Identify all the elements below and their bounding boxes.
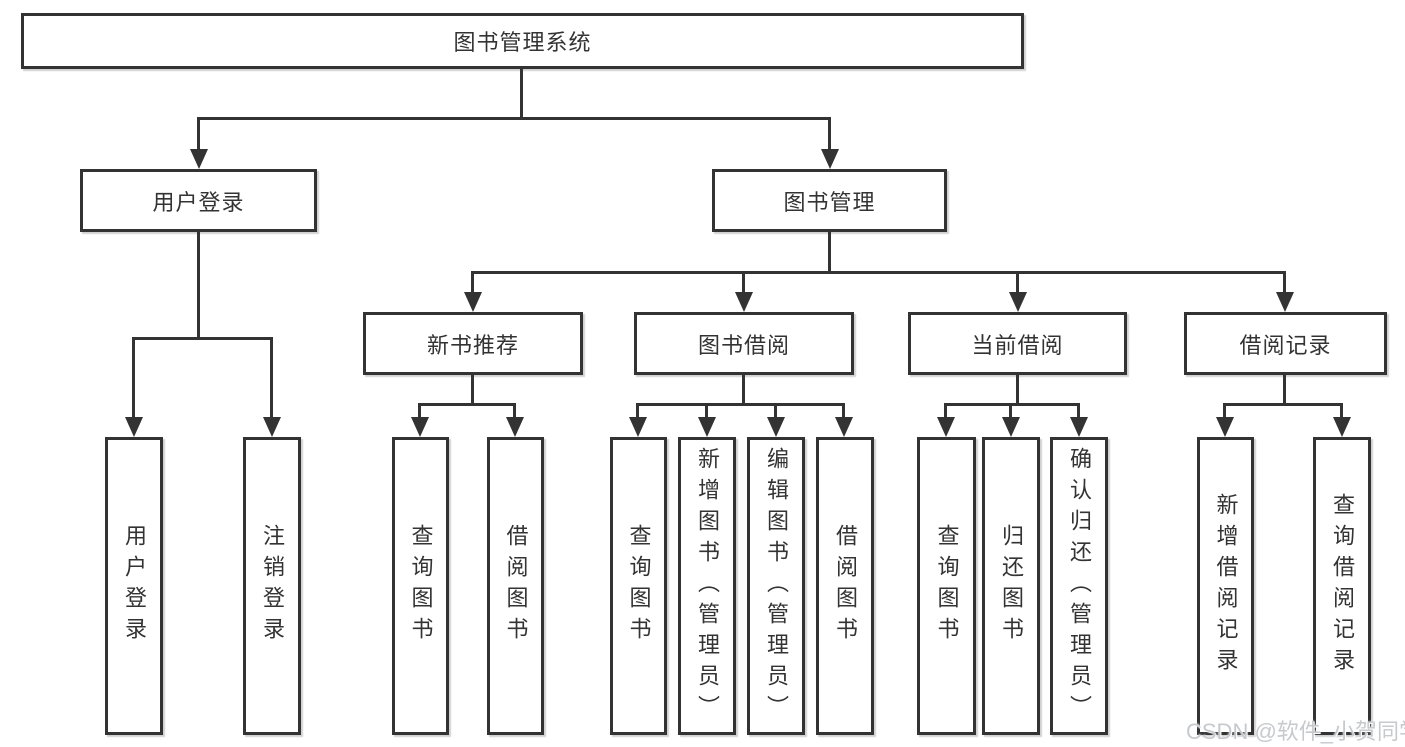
arrowhead-down (263, 417, 281, 437)
connector (944, 403, 1080, 406)
connector (418, 403, 421, 419)
leaf-borrow-edit-books-admin: 编辑图书（管理员） (747, 437, 805, 735)
leaf-borrow-add-books-admin-label: 新增图书（管理员） (695, 446, 720, 726)
leaf-newbooks-query-books-label: 查询图书 (408, 524, 434, 648)
leaf-current-query-books: 查询图书 (917, 437, 976, 735)
arrowhead-down (937, 417, 955, 437)
arrowhead-down (190, 149, 208, 169)
arrowhead-down (411, 417, 429, 437)
leaf-borrow-query-books-label: 查询图书 (626, 524, 652, 648)
node-book-management: 图书管理 (712, 169, 947, 232)
arrowhead-down (1216, 417, 1234, 437)
watermark: CSDN @软件_小贺同学 (1186, 719, 1405, 744)
connector (1223, 403, 1343, 406)
node-user-login: 用户登录 (80, 169, 317, 232)
arrowhead-down (821, 149, 839, 169)
node-root-label: 图书管理系统 (453, 30, 592, 55)
connector (636, 403, 845, 406)
leaf-borrow-borrow-books-label: 借阅图书 (833, 524, 858, 648)
connector (1283, 271, 1286, 294)
connector (705, 403, 708, 419)
node-current-borrow: 当前借阅 (908, 312, 1127, 375)
connector (774, 403, 777, 419)
connector (1009, 403, 1012, 419)
node-book-management-label: 图书管理 (783, 189, 876, 215)
node-borrow-records: 借阅记录 (1184, 312, 1387, 375)
node-borrow-records-label: 借阅记录 (1239, 332, 1332, 358)
arrowhead-down (735, 292, 753, 312)
arrowhead-down (1070, 417, 1088, 437)
arrowhead-down (1333, 417, 1351, 437)
arrowhead-down (125, 417, 143, 437)
connector (471, 375, 474, 406)
leaf-records-query-record: 查询借阅记录 (1313, 437, 1371, 735)
connector (197, 117, 831, 120)
connector (636, 403, 639, 419)
leaf-newbooks-borrow-books: 借阅图书 (487, 437, 544, 735)
arrowhead-down (1002, 417, 1020, 437)
leaf-newbooks-query-books: 查询图书 (392, 437, 449, 735)
leaf-borrow-add-books-admin: 新增图书（管理员） (678, 437, 736, 735)
node-book-borrow: 图书借阅 (634, 312, 854, 375)
leaf-records-add-record: 新增借阅记录 (1197, 437, 1254, 735)
node-current-borrow-label: 当前借阅 (971, 332, 1064, 358)
node-book-borrow-label: 图书借阅 (697, 332, 790, 358)
connector (1340, 403, 1343, 419)
connector (471, 271, 474, 294)
connector (742, 271, 745, 294)
arrowhead-down (464, 292, 482, 312)
connector (513, 403, 516, 419)
leaf-current-query-books-label: 查询图书 (934, 524, 960, 648)
connector (132, 337, 135, 419)
arrowhead-down (1276, 292, 1294, 312)
node-user-login-label: 用户登录 (152, 189, 245, 215)
node-new-book-recommend-label: 新书推荐 (426, 332, 519, 358)
leaf-current-confirm-return-admin-label: 确认归还（管理员） (1067, 446, 1092, 726)
leaf-borrow-borrow-books: 借阅图书 (816, 437, 874, 735)
arrowhead-down (506, 417, 524, 437)
connector (828, 232, 831, 274)
leaf-records-query-record-label: 查询借阅记录 (1330, 493, 1355, 679)
leaf-borrow-edit-books-admin-label: 编辑图书（管理员） (764, 446, 789, 726)
connector (270, 337, 273, 419)
connector (1283, 375, 1286, 406)
connector (197, 232, 200, 340)
connector (828, 117, 831, 151)
leaf-newbooks-borrow-books-label: 借阅图书 (503, 524, 529, 648)
leaf-logout: 注销登录 (243, 437, 301, 735)
leaf-user-login: 用户登录 (105, 437, 163, 735)
connector (520, 69, 523, 117)
connector (418, 403, 516, 406)
connector (944, 403, 947, 419)
connector (742, 375, 745, 406)
leaf-current-return-books: 归还图书 (982, 437, 1040, 735)
connector (1016, 375, 1019, 406)
connector (1016, 271, 1019, 294)
node-new-book-recommend: 新书推荐 (363, 312, 583, 375)
arrowhead-down (629, 417, 647, 437)
leaf-records-add-record-label: 新增借阅记录 (1213, 493, 1239, 679)
leaf-current-confirm-return-admin: 确认归还（管理员） (1050, 437, 1108, 735)
arrowhead-down (698, 417, 716, 437)
connector (132, 337, 273, 340)
connector (842, 403, 845, 419)
arrowhead-down (767, 417, 785, 437)
connector (1077, 403, 1080, 419)
leaf-current-return-books-label: 归还图书 (999, 524, 1024, 648)
node-root: 图书管理系统 (21, 13, 1024, 69)
arrowhead-down (1009, 292, 1027, 312)
leaf-user-login-label: 用户登录 (122, 524, 147, 648)
leaf-borrow-query-books: 查询图书 (610, 437, 667, 735)
leaf-logout-label: 注销登录 (260, 524, 285, 648)
connector (471, 271, 1286, 274)
connector (1223, 403, 1226, 419)
arrowhead-down (835, 417, 853, 437)
connector (197, 117, 200, 151)
